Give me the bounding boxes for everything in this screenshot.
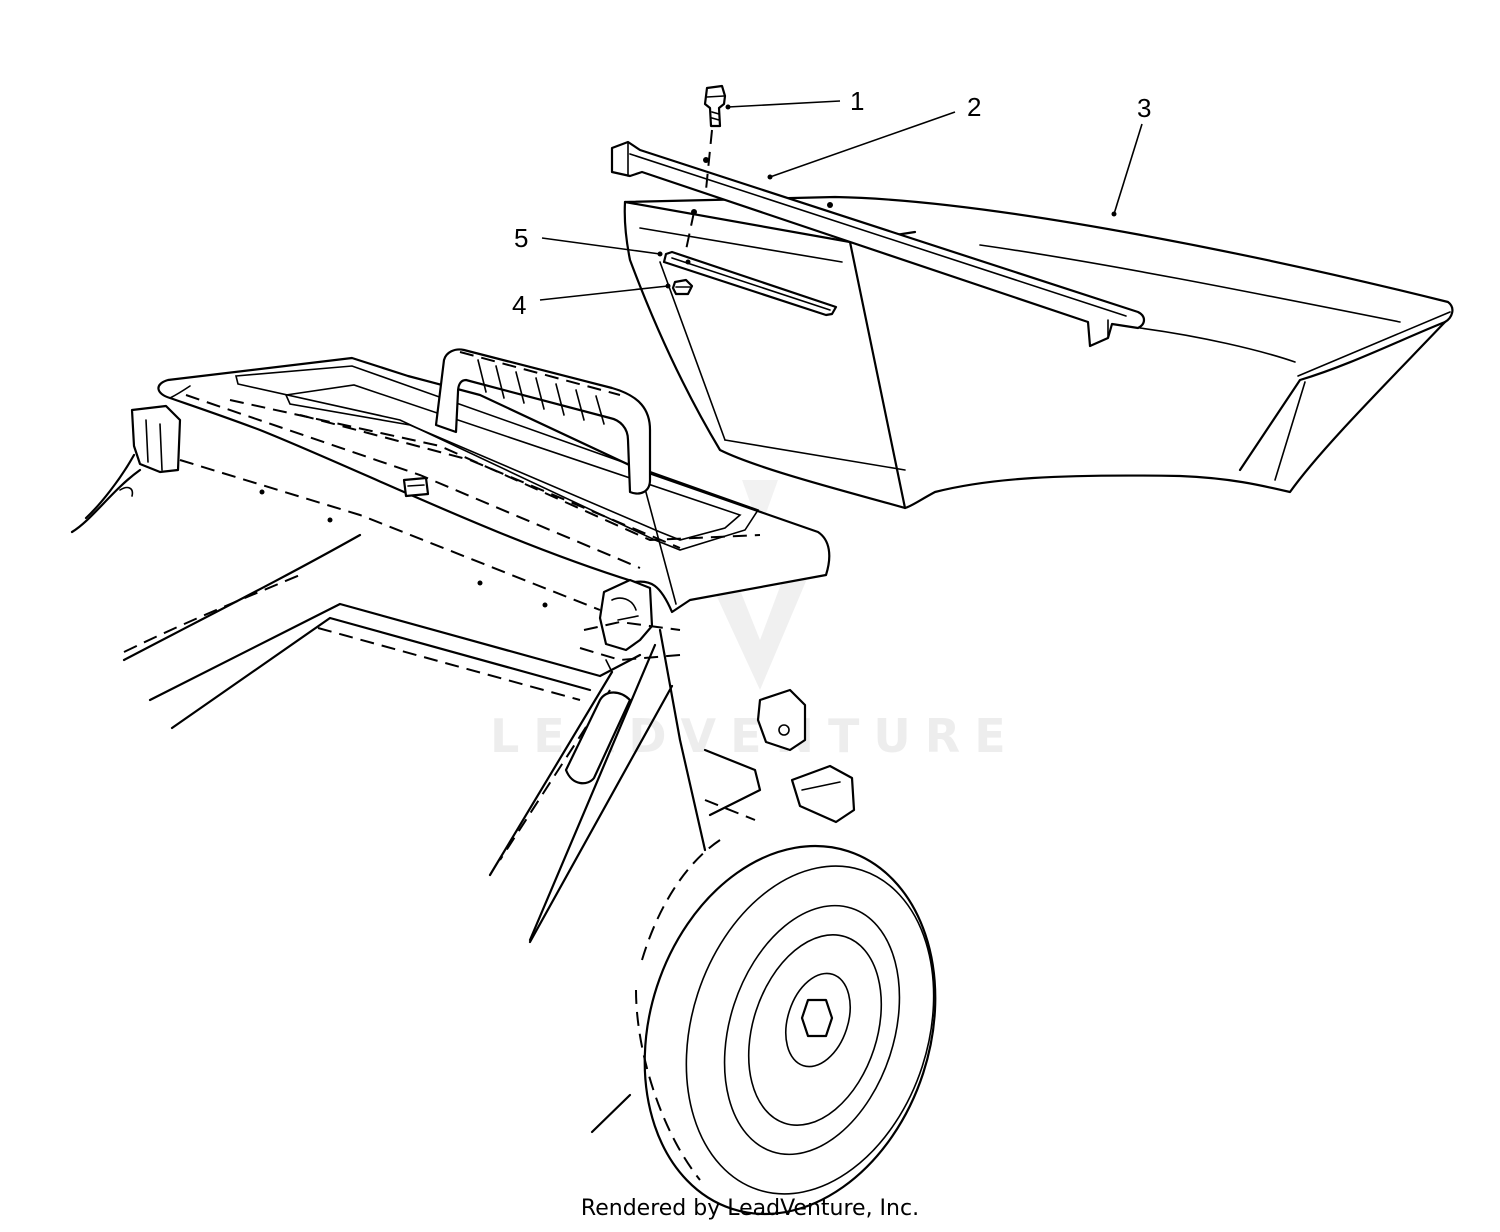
callout-2: 2 bbox=[967, 92, 981, 122]
leader-lines bbox=[539, 100, 1143, 301]
rear-wheel bbox=[590, 839, 937, 1216]
callout-4: 4 bbox=[512, 290, 526, 320]
callout-3: 3 bbox=[1137, 93, 1151, 123]
watermark-text: LEADVENTURE bbox=[490, 709, 1020, 763]
bag-frame-rail bbox=[610, 140, 1146, 348]
retainer-plate bbox=[662, 211, 838, 317]
rear-handle-assembly bbox=[157, 356, 831, 614]
grass-bag bbox=[623, 195, 1454, 510]
callout-5: 5 bbox=[514, 223, 528, 253]
bolt bbox=[703, 84, 727, 191]
left-hinge-bracket bbox=[70, 404, 182, 534]
callout-1: 1 bbox=[850, 86, 864, 116]
handle-grip bbox=[434, 348, 652, 495]
mower-deck bbox=[122, 533, 856, 944]
nut bbox=[671, 278, 694, 296]
right-hinge-bracket bbox=[579, 578, 681, 673]
render-credit: Rendered by LeadVenture, Inc. bbox=[580, 1196, 920, 1221]
